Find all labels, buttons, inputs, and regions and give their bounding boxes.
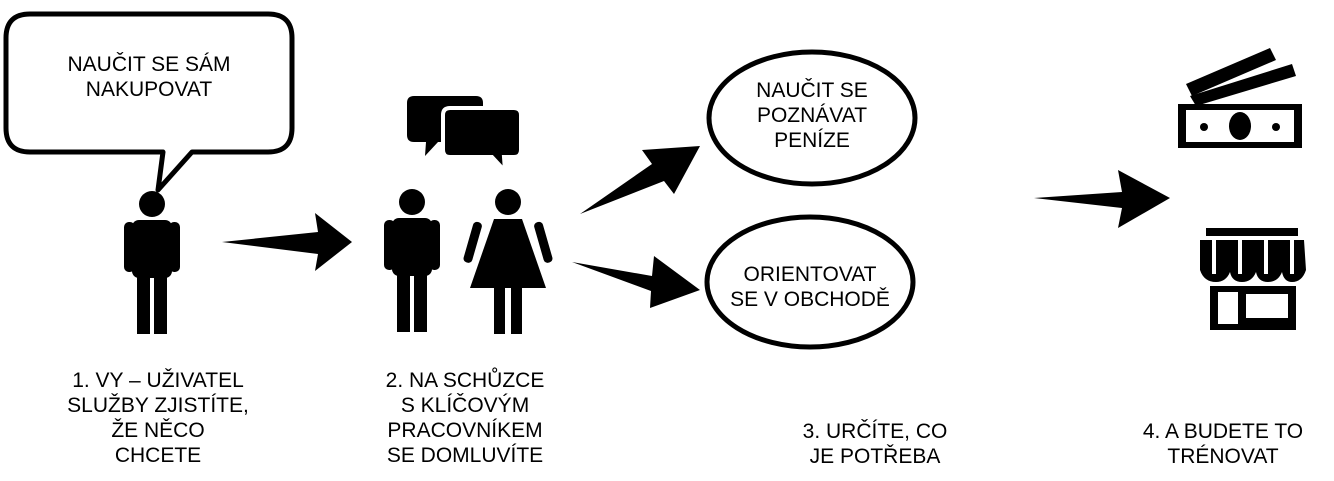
goal-shop-text: ORIENTOVAT SE V OBCHODĚ <box>722 262 898 312</box>
shop-icon <box>1200 228 1306 330</box>
step3-line: 3. URČÍTE, CO <box>802 420 948 443</box>
goal-money-line: POZNÁVAT <box>756 104 868 127</box>
step4-text: 4. A BUDETE TO TRÉNOVAT <box>1126 419 1320 469</box>
goal-money-line: PENÍZE <box>774 129 850 152</box>
arrow-icon <box>1034 170 1170 228</box>
goal-money-ellipse <box>706 49 918 187</box>
goal-money-line: NAUČIT SE <box>756 79 868 102</box>
person-icon <box>124 191 180 334</box>
arrow-icon <box>580 146 700 214</box>
step3-text: 3. URČÍTE, CO JE POTŘEBA <box>780 419 970 469</box>
step1-text: 1. VY – UŽIVATEL SLUŽBY ZJISTÍTE, ŽE NĚC… <box>48 368 268 468</box>
arrow-icon <box>222 213 352 271</box>
speech-bubble <box>3 11 295 193</box>
step2-line: S KLÍČOVÝM <box>400 394 530 417</box>
step1-line: SLUŽBY ZJISTÍTE, <box>67 394 249 417</box>
goal-shop-ellipse <box>704 214 916 350</box>
step2-line: PRACOVNÍKEM <box>387 419 543 442</box>
step4-line: 4. A BUDETE TO <box>1142 420 1304 443</box>
goal-money-text: NAUČIT SE POZNÁVAT PENÍZE <box>732 78 892 160</box>
bubble-line: NAUČIT SE SÁM <box>67 53 231 76</box>
arrow-icon <box>572 256 700 308</box>
bubble-line: NAKUPOVAT <box>85 78 213 101</box>
step2-line: SE DOMLUVÍTE <box>386 444 544 467</box>
chat-bubbles-icon <box>407 96 523 177</box>
step1-line: ŽE NĚCO <box>111 419 205 442</box>
man-icon <box>384 189 440 332</box>
step2-text: 2. NA SCHŮZCE S KLÍČOVÝM PRACOVNÍKEM SE … <box>360 368 570 468</box>
goal-shop-line: SE V OBCHODĚ <box>730 288 890 311</box>
step2-line: 2. NA SCHŮZCE <box>385 369 545 392</box>
bubble-text: NAUČIT SE SÁM NAKUPOVAT <box>20 52 278 102</box>
woman-icon <box>463 189 553 334</box>
banknotes-icon <box>1178 48 1302 148</box>
step4-line: TRÉNOVAT <box>1167 445 1279 468</box>
goal-shop-line: ORIENTOVAT <box>743 263 877 286</box>
step1-line: 1. VY – UŽIVATEL <box>72 369 244 392</box>
step3-line: JE POTŘEBA <box>809 445 941 468</box>
step1-line: CHCETE <box>114 444 202 467</box>
